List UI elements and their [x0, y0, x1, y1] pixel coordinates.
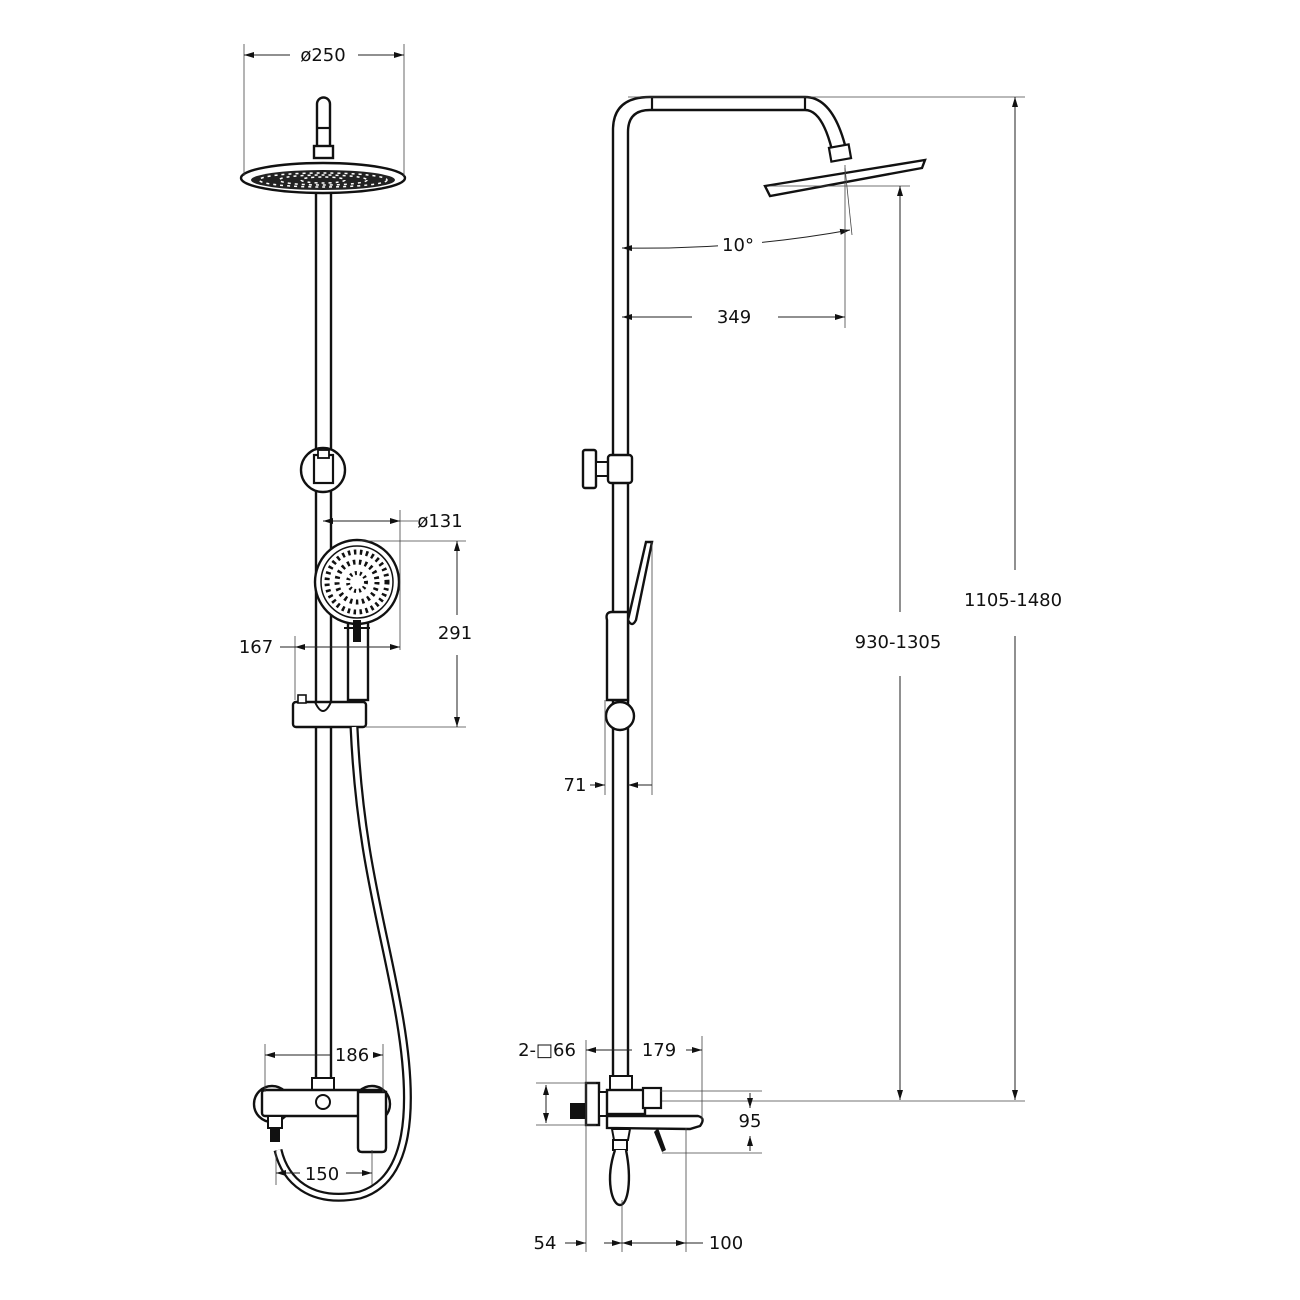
rain-head-nut — [312, 144, 335, 160]
hand-shower-side — [604, 540, 654, 732]
dim-head-height-range: 930-1305 — [855, 632, 942, 653]
dim-head-angle: 10° — [722, 235, 754, 256]
front-mixer — [252, 1077, 392, 1154]
dim-rain-head-diameter: ø250 — [300, 45, 345, 66]
dim-arm-projection: 349 — [717, 307, 751, 328]
dim-hand-shower-diameter: ø131 — [417, 511, 462, 532]
front-slider — [291, 694, 368, 729]
side-view: 10° 349 71 930-1305 1105-1480 — [518, 95, 1062, 1254]
dim-mixer-width: 186 — [335, 1045, 369, 1066]
dim-hand-shower-depth: 71 — [564, 775, 587, 796]
dim-spout-projection: 100 — [709, 1233, 743, 1254]
dim-hand-shower-height: 291 — [438, 623, 472, 644]
hand-shower-front — [313, 538, 401, 702]
dim-mixer-height: 95 — [739, 1111, 762, 1132]
front-wall-bracket — [299, 446, 347, 494]
front-view: ø250 ø131 291 — [239, 44, 472, 1202]
dim-total-height-range: 1105-1480 — [964, 590, 1062, 611]
side-mixer — [570, 1075, 704, 1207]
rain-head-arm — [315, 96, 332, 152]
side-wall-bracket — [581, 448, 634, 490]
dim-mixer-centers: 150 — [305, 1164, 339, 1185]
rain-shower-head — [239, 161, 407, 195]
dim-flange-spec: 2-□66 — [518, 1040, 576, 1061]
dim-wall-offset: 54 — [534, 1233, 557, 1254]
front-riser-pipe — [314, 188, 333, 1082]
dim-mixer-depth: 179 — [642, 1040, 676, 1061]
dim-hand-shower-offset: 167 — [239, 637, 273, 658]
